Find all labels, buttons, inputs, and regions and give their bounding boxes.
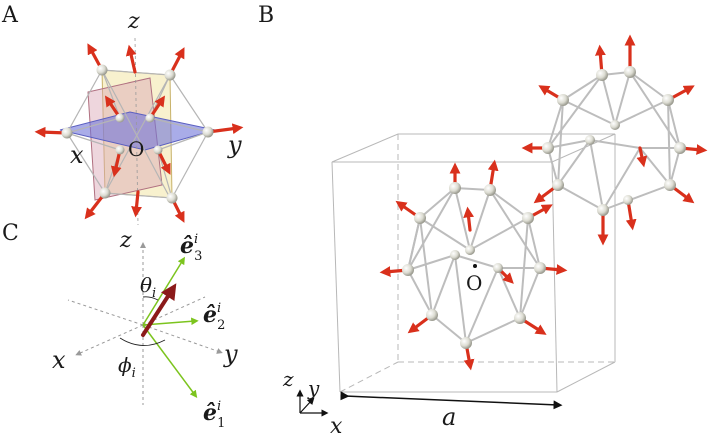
atom (522, 212, 534, 224)
spin-arrow (125, 44, 137, 74)
atom (449, 182, 461, 194)
atom (596, 69, 608, 81)
atom (610, 120, 620, 130)
x-axis-neg-c (142, 296, 206, 326)
atom (514, 312, 526, 324)
basis-vector-e1 (142, 324, 198, 399)
atom (115, 145, 125, 155)
atom (585, 135, 595, 145)
spin-vector-c (141, 283, 177, 337)
atom (662, 94, 674, 106)
atom (450, 250, 460, 260)
atom (145, 113, 155, 123)
atom (166, 192, 178, 204)
axis-x-label-c: x (52, 346, 66, 374)
atom (96, 64, 108, 76)
icosahedron-edges (66, 69, 209, 199)
atom (460, 337, 472, 349)
atom (557, 94, 569, 106)
unit-cell-cube (331, 133, 616, 393)
panel-a-label: A (1, 3, 19, 28)
atom (402, 264, 414, 276)
icosahedron-2 (521, 34, 708, 246)
atom (542, 142, 554, 154)
panel-c-label: C (2, 221, 19, 246)
phi-label: ϕi (118, 353, 136, 381)
atom (664, 179, 676, 191)
origin-dot-b (473, 264, 477, 268)
theta-arc (142, 296, 159, 301)
lattice-constant-label: a (442, 403, 456, 431)
axis-z-label-a: z (127, 9, 140, 34)
atom (61, 127, 73, 139)
axis-x-label-a: x (70, 141, 84, 169)
atom (99, 187, 111, 199)
atom (484, 184, 496, 196)
atom (465, 245, 475, 255)
atom (414, 212, 426, 224)
spin-arrow (463, 206, 475, 232)
atom (164, 69, 176, 81)
atom (597, 204, 609, 216)
axis-z-label-c: z (119, 228, 132, 253)
atom (623, 195, 633, 205)
atom (534, 262, 546, 274)
spin-arrow (636, 146, 648, 168)
theta-label: θi (140, 273, 156, 301)
axis-y-label-c: y (223, 340, 238, 368)
atom (552, 179, 564, 191)
panel-a: A (1, 3, 244, 226)
origin-label-a: O (128, 137, 144, 161)
axis-y-label-b: y (307, 376, 320, 400)
coordinate-triad (296, 389, 329, 417)
atom (115, 113, 125, 123)
y-axis-c (142, 324, 223, 354)
spin-arrow (131, 190, 142, 218)
lattice-constant-arrow (340, 391, 563, 410)
atom (493, 263, 503, 273)
panel-b-label: B (258, 3, 274, 28)
axis-z-label-b: z (282, 367, 294, 391)
atom (426, 309, 438, 321)
x-axis-c (75, 324, 144, 356)
axis-x-label-b: x (330, 414, 343, 438)
atom (202, 126, 214, 138)
atoms-a (61, 64, 214, 204)
atom (674, 142, 686, 154)
panel-b: B (258, 3, 708, 438)
axis-y-label-a: y (227, 131, 242, 159)
icosahedron-1: O (379, 159, 568, 371)
atom (624, 66, 636, 78)
y-axis-neg-c (67, 299, 144, 326)
origin-label-b: O (466, 271, 482, 295)
atom (153, 145, 163, 155)
phi-arc (119, 337, 166, 346)
